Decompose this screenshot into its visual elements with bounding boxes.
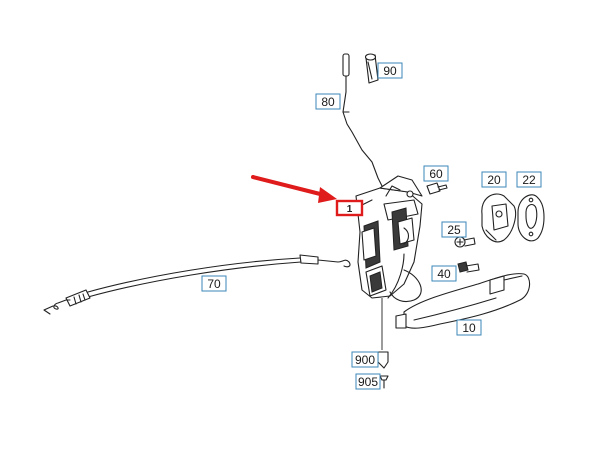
- part-900-clip[interactable]: [377, 351, 389, 369]
- callout-20[interactable]: 20: [481, 171, 507, 188]
- svg-text:90: 90: [383, 64, 397, 78]
- svg-text:22: 22: [522, 173, 536, 187]
- part-20-striker[interactable]: [481, 193, 517, 243]
- callout-60[interactable]: 60: [423, 165, 449, 182]
- part-80-lock-rod[interactable]: [342, 53, 385, 191]
- callout-25[interactable]: 25: [441, 221, 467, 238]
- part-40-bolt[interactable]: [457, 261, 480, 273]
- callout-40[interactable]: 40: [431, 265, 457, 282]
- part-25-screw[interactable]: [454, 236, 476, 248]
- svg-text:900: 900: [355, 353, 375, 367]
- svg-text:80: 80: [321, 95, 335, 109]
- red-arrow-icon: [251, 175, 337, 203]
- part-90-cap[interactable]: [364, 53, 379, 84]
- callout-70[interactable]: 70: [201, 275, 227, 292]
- callout-905[interactable]: 905: [355, 373, 381, 390]
- svg-text:10: 10: [462, 321, 476, 335]
- part-22-gasket[interactable]: [517, 194, 545, 242]
- part-905-screw[interactable]: [379, 375, 389, 389]
- svg-text:60: 60: [429, 167, 443, 181]
- callout-10[interactable]: 10: [456, 319, 482, 336]
- svg-text:40: 40: [437, 267, 451, 281]
- callout-90[interactable]: 90: [377, 62, 403, 79]
- callout-900[interactable]: 900: [351, 351, 379, 368]
- svg-text:25: 25: [447, 223, 461, 237]
- highlighted-label: 1: [347, 204, 353, 215]
- svg-text:20: 20: [487, 173, 501, 187]
- door-lock-assembly[interactable]: [355, 175, 423, 303]
- part-10-handle[interactable]: [395, 273, 531, 329]
- svg-text:70: 70: [207, 277, 221, 291]
- part-70-cable[interactable]: [43, 254, 351, 315]
- part-60-screw[interactable]: [426, 182, 448, 195]
- callout-80[interactable]: 80: [315, 93, 341, 110]
- callout-22[interactable]: 22: [516, 171, 542, 188]
- svg-text:905: 905: [358, 375, 378, 389]
- highlighted-part-marker[interactable]: 1: [335, 199, 364, 217]
